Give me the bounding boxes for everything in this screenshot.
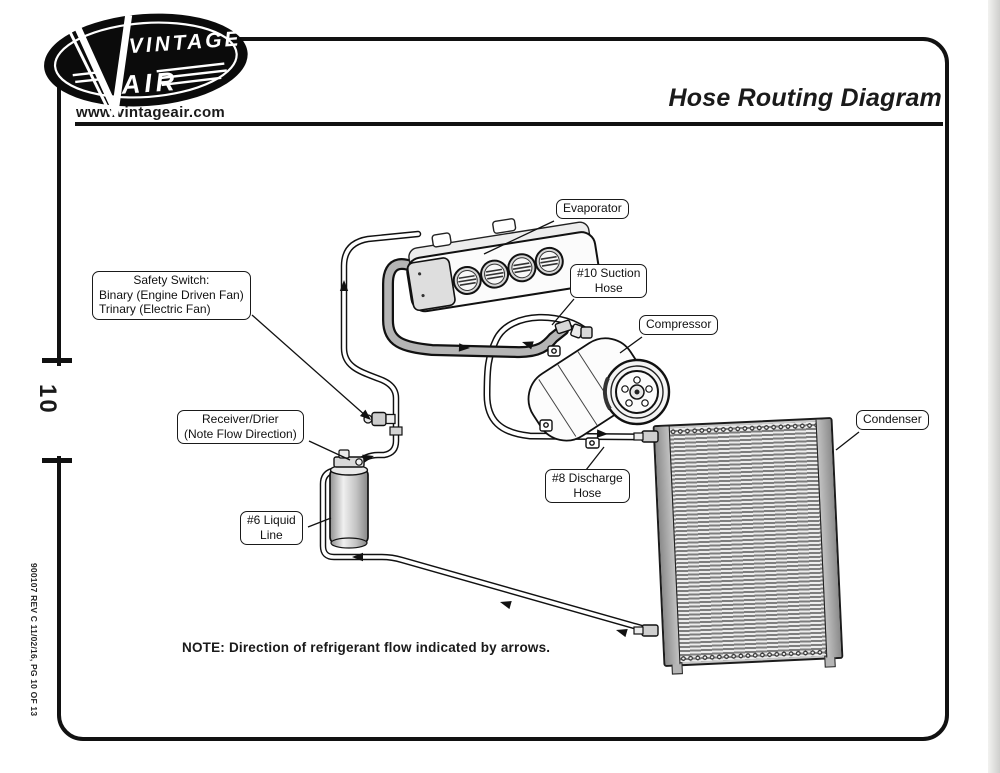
flow-arrow bbox=[362, 454, 374, 463]
flow-arrow bbox=[616, 628, 628, 638]
receiver-drier-graphic bbox=[329, 449, 369, 549]
flow-arrow bbox=[596, 429, 608, 438]
leader-receiver-drier bbox=[308, 440, 351, 461]
leader-lines bbox=[251, 220, 860, 528]
leader-liquid-line bbox=[307, 517, 332, 528]
condenser-inlet-fitting bbox=[633, 430, 659, 443]
logo-v-mark bbox=[68, 14, 133, 118]
callout-discharge-line1: #8 Discharge bbox=[552, 471, 623, 485]
callout-compressor-label: Compressor bbox=[646, 317, 712, 331]
callout-condenser-label: Condenser bbox=[863, 412, 922, 426]
callout-compressor: Compressor bbox=[639, 315, 719, 335]
logo-speed-lines bbox=[72, 62, 227, 87]
callout-liquid-line2: Line bbox=[260, 527, 283, 542]
callout-evaporator-label: Evaporator bbox=[563, 201, 622, 215]
liquid-line-drier-to-evaporator bbox=[340, 230, 422, 468]
callout-evaporator: Evaporator bbox=[556, 199, 629, 219]
compressor-graphic bbox=[527, 319, 671, 449]
suction-hose-path bbox=[382, 258, 569, 359]
callout-safety-line1: Safety Switch: bbox=[133, 273, 210, 287]
leader-compressor bbox=[619, 336, 643, 354]
border-gap bbox=[53, 366, 65, 456]
compressor-pulley bbox=[602, 358, 671, 426]
liquid-line-condenser-to-drier bbox=[319, 467, 656, 635]
evaporator-mount-tab bbox=[492, 218, 517, 234]
callout-suction-hose: #10 Suction Hose bbox=[570, 264, 648, 299]
callout-safety-line2: Binary (Engine Driven Fan) bbox=[99, 287, 244, 302]
callout-discharge-line2: Hose bbox=[573, 485, 602, 500]
callout-safety-line3: Trinary (Electric Fan) bbox=[99, 302, 211, 317]
vintage-air-logo: VINTAGE AIR bbox=[44, 13, 248, 118]
doc-reference: 900107 REV C 11/02/16, PG 10 OF 13 bbox=[29, 563, 39, 717]
evaporator-graphic bbox=[406, 218, 601, 313]
callout-receiver-line2: (Note Flow Direction) bbox=[184, 426, 297, 441]
flow-arrow bbox=[500, 600, 512, 610]
compressor-port-fittings bbox=[554, 319, 593, 339]
page-number: 10 bbox=[34, 384, 61, 415]
callout-safety-switch: Safety Switch: Binary (Engine Driven Fan… bbox=[92, 271, 251, 320]
flow-direction-note: NOTE: Direction of refrigerant flow indi… bbox=[182, 640, 551, 655]
evaporator-vents bbox=[452, 246, 564, 295]
flow-arrow bbox=[352, 552, 363, 562]
logo-text-bottom: AIR bbox=[119, 66, 179, 100]
leader-suction-hose bbox=[551, 298, 575, 326]
callout-discharge-hose: #8 Discharge Hose bbox=[545, 469, 630, 504]
callout-receiver-drier: Receiver/Drier (Note Flow Direction) bbox=[177, 410, 304, 445]
scan-edge-shadow bbox=[988, 0, 1000, 773]
compressor-mounts bbox=[539, 345, 600, 449]
drier-sight-glass bbox=[355, 458, 363, 466]
leader-discharge-hose bbox=[585, 446, 605, 471]
header-rule bbox=[75, 122, 943, 126]
margin-tick-top bbox=[42, 358, 72, 363]
safety-switch-graphic bbox=[363, 411, 396, 427]
discharge-hose-path bbox=[483, 313, 656, 441]
callout-liquid-line1: #6 Liquid bbox=[247, 513, 296, 527]
evaporator-mount-tab bbox=[431, 232, 452, 248]
condenser-outlet-fitting bbox=[633, 624, 659, 637]
tube-fitting bbox=[389, 426, 403, 436]
leader-safety-switch bbox=[251, 314, 367, 417]
page-title: Hose Routing Diagram bbox=[668, 84, 942, 112]
flow-arrow bbox=[339, 280, 349, 291]
leader-condenser bbox=[835, 431, 860, 451]
margin-tick-bottom bbox=[42, 458, 72, 463]
flow-arrows bbox=[339, 280, 628, 638]
callout-suction-line1: #10 Suction bbox=[577, 266, 641, 280]
leader-arrowhead-safety-switch bbox=[359, 409, 371, 420]
callout-liquid-line: #6 Liquid Line bbox=[240, 511, 303, 546]
leader-evaporator bbox=[483, 220, 555, 255]
callout-receiver-line1: Receiver/Drier bbox=[202, 412, 279, 426]
callout-suction-line2: Hose bbox=[594, 280, 623, 295]
evaporator-end-cover bbox=[406, 257, 456, 312]
flow-arrow bbox=[522, 341, 534, 350]
callout-condenser: Condenser bbox=[856, 410, 929, 430]
flow-arrow bbox=[458, 343, 470, 352]
